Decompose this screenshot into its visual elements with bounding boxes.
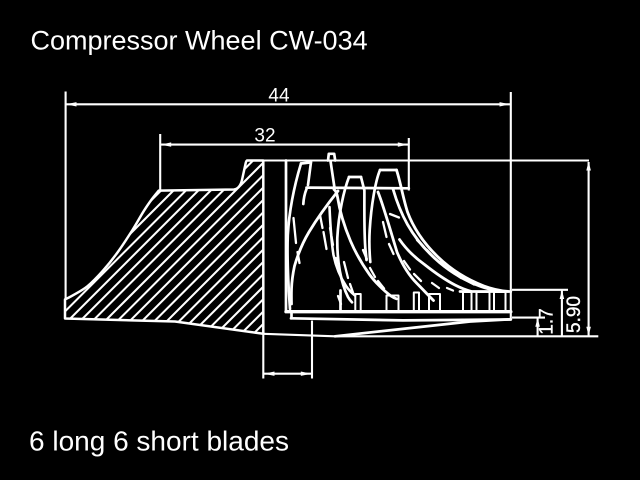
svg-text:6 long 6 short blades: 6 long 6 short blades <box>29 426 289 457</box>
svg-text:5.90: 5.90 <box>564 296 585 333</box>
svg-text:1.7: 1.7 <box>537 308 558 334</box>
svg-text:44: 44 <box>268 86 290 107</box>
svg-text:32: 32 <box>254 126 275 147</box>
svg-text:Compressor Wheel CW-034: Compressor Wheel CW-034 <box>31 26 368 56</box>
